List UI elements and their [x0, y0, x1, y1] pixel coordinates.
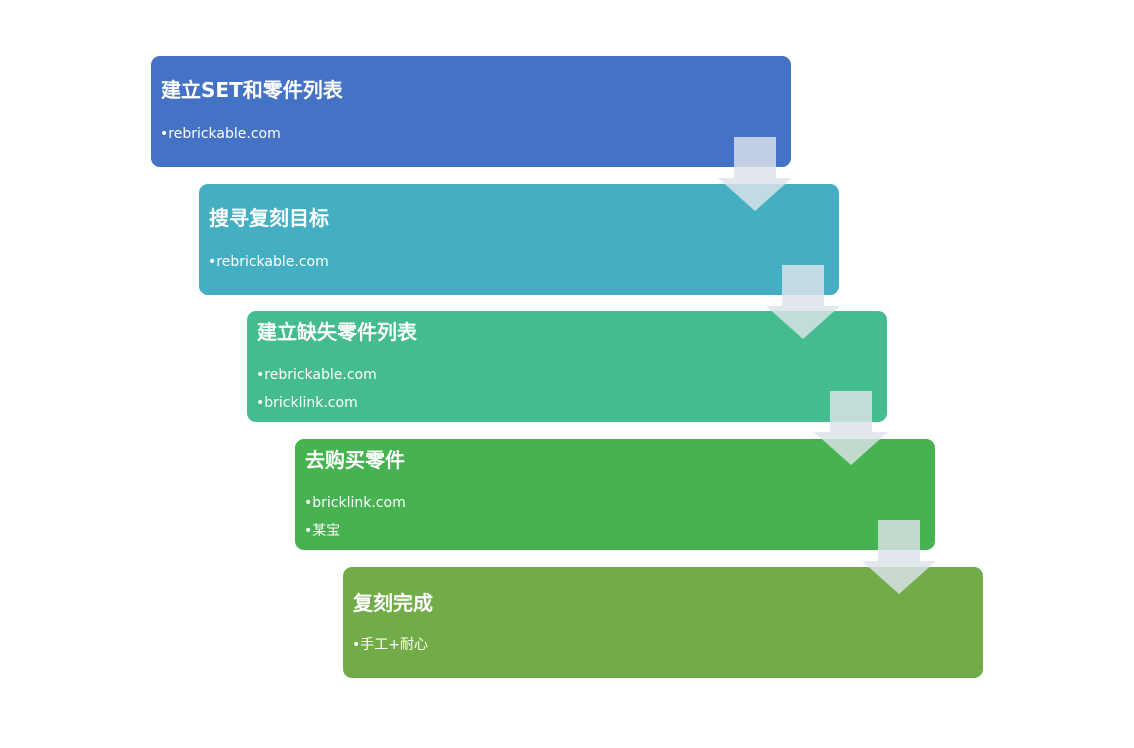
arrow-down-icon-1	[718, 137, 792, 211]
step-4-box: 去购买零件 •bricklink.com •某宝	[295, 439, 935, 550]
arrow-down-icon-4	[862, 520, 936, 594]
step-3-bullet-1: •rebrickable.com	[256, 367, 377, 383]
arrow-down-icon-3	[814, 391, 888, 465]
step-4-title: 去购买零件	[305, 448, 405, 472]
step-4-bullet-1: •bricklink.com	[304, 495, 406, 511]
step-2-bullet-1: •rebrickable.com	[208, 254, 329, 270]
step-3-title: 建立缺失零件列表	[257, 320, 417, 344]
step-5-box: 复刻完成 •手工+耐心	[343, 567, 983, 678]
step-2-title: 搜寻复刻目标	[209, 206, 329, 230]
step-3-bullet-2: •bricklink.com	[256, 395, 358, 411]
step-1-box: 建立SET和零件列表 •rebrickable.com	[151, 56, 791, 167]
step-4-bullet-2: •某宝	[304, 523, 341, 539]
step-5-bullet-1: •手工+耐心	[352, 637, 428, 653]
step-5-title: 复刻完成	[353, 591, 433, 615]
step-1-title: 建立SET和零件列表	[161, 78, 343, 102]
step-1-bullet-1: •rebrickable.com	[160, 126, 281, 142]
arrow-down-icon-2	[766, 265, 840, 339]
step-3-box: 建立缺失零件列表 •rebrickable.com •bricklink.com	[247, 311, 887, 422]
step-2-box: 搜寻复刻目标 •rebrickable.com	[199, 184, 839, 295]
